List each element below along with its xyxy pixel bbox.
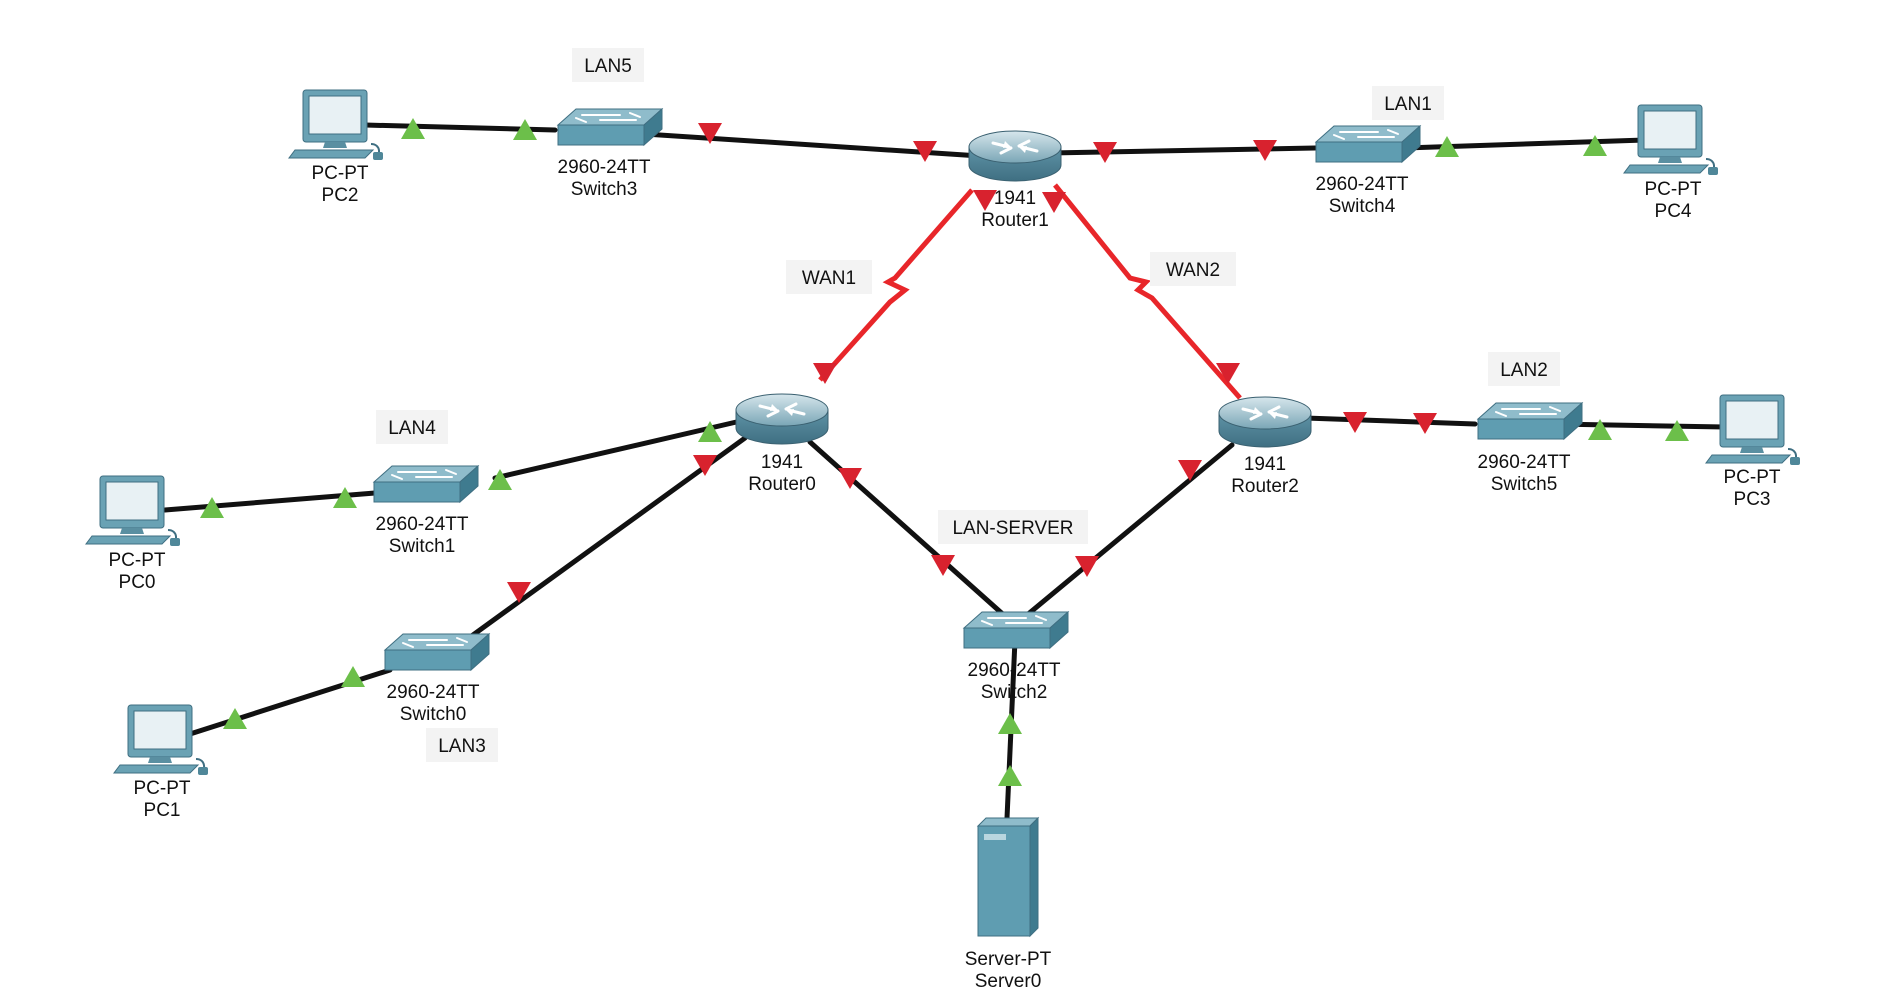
switch-icon — [373, 465, 479, 503]
switch4-name: Switch4 — [1329, 196, 1396, 217]
pc3-name: PC3 — [1734, 489, 1771, 510]
network-label-lan3[interactable]: LAN3 — [426, 728, 498, 762]
network-label-wan1[interactable]: WAN1 — [786, 260, 872, 294]
switch4-model: 2960-24TT — [1316, 174, 1409, 195]
switch0-name: Switch0 — [400, 704, 467, 725]
network-label-lan-server[interactable]: LAN-SERVER — [938, 510, 1088, 544]
router1[interactable]: 1941 Router1 — [967, 129, 1063, 231]
router0-name: Router0 — [748, 474, 816, 495]
serial-router0-router1[interactable] — [818, 188, 974, 382]
pc0-model: PC-PT — [109, 550, 166, 571]
router1-model: 1941 — [994, 188, 1036, 209]
pc1-model: PC-PT — [134, 778, 191, 799]
svg-text:LAN5: LAN5 — [584, 56, 632, 77]
pc2-model: PC-PT — [312, 163, 369, 184]
router1-name: Router1 — [981, 210, 1049, 231]
serial-router1-router2[interactable] — [1053, 183, 1242, 400]
switch5-name: Switch5 — [1491, 474, 1558, 495]
switch3[interactable]: 2960-24TT Switch3 — [557, 108, 663, 200]
router-icon — [1217, 395, 1313, 449]
network-label-lan2[interactable]: LAN2 — [1488, 352, 1560, 386]
link-up-icon — [488, 469, 512, 490]
pc-icon — [1705, 394, 1801, 466]
link-up-icon — [1665, 420, 1689, 441]
pc0[interactable]: PC-PT PC0 — [85, 475, 181, 593]
link-up-icon — [341, 666, 365, 687]
switch2-model: 2960-24TT — [968, 660, 1061, 681]
svg-text:LAN1: LAN1 — [1384, 94, 1432, 115]
svg-text:LAN2: LAN2 — [1500, 360, 1548, 381]
pc0-name: PC0 — [119, 572, 156, 593]
router0[interactable]: 1941 Router0 — [734, 392, 830, 495]
switch2[interactable]: 2960-24TT Switch2 — [963, 611, 1069, 703]
router2[interactable]: 1941 Router2 — [1217, 395, 1313, 497]
pc3-model: PC-PT — [1724, 467, 1781, 488]
pc2-name: PC2 — [322, 185, 359, 206]
cable-router2-switch5[interactable] — [1302, 415, 1478, 427]
link-up-icon — [998, 765, 1022, 786]
svg-text:LAN3: LAN3 — [438, 736, 486, 757]
svg-text:LAN-SERVER: LAN-SERVER — [952, 518, 1073, 539]
pc3[interactable]: PC-PT PC3 — [1705, 394, 1801, 510]
server0-model: Server-PT — [965, 949, 1052, 970]
switch1-model: 2960-24TT — [376, 514, 469, 535]
svg-text:WAN2: WAN2 — [1166, 260, 1220, 281]
svg-text:WAN1: WAN1 — [802, 268, 856, 289]
cable-router0-switch1[interactable] — [492, 417, 748, 481]
cable-router2-switch2[interactable] — [1012, 442, 1235, 628]
cable-switch5-pc3[interactable] — [1552, 421, 1728, 430]
switch-icon — [557, 108, 663, 146]
router2-model: 1941 — [1244, 454, 1286, 475]
switch0-model: 2960-24TT — [387, 682, 480, 703]
switch3-model: 2960-24TT — [558, 157, 651, 178]
router-icon — [734, 392, 830, 446]
switch-icon — [1315, 125, 1421, 163]
svg-text:LAN4: LAN4 — [388, 418, 436, 439]
server-icon — [977, 817, 1039, 937]
switch5-model: 2960-24TT — [1478, 452, 1571, 473]
network-label-lan5[interactable]: LAN5 — [572, 48, 644, 82]
switch0[interactable]: 2960-24TT Switch0 — [384, 633, 490, 725]
switch4[interactable]: 2960-24TT Switch4 — [1315, 125, 1421, 217]
switch1[interactable]: 2960-24TT Switch1 — [373, 465, 479, 557]
pc1[interactable]: PC-PT PC1 — [113, 704, 209, 821]
cable-router0-switch0[interactable] — [452, 435, 748, 651]
switch-icon — [1477, 402, 1583, 440]
pc-icon — [1623, 104, 1719, 176]
server0[interactable]: Server-PT Server0 — [965, 817, 1052, 992]
switch-icon — [384, 633, 490, 671]
network-label-wan2[interactable]: WAN2 — [1150, 252, 1236, 286]
switch1-name: Switch1 — [389, 536, 456, 557]
switch5[interactable]: 2960-24TT Switch5 — [1477, 402, 1583, 495]
pc4-name: PC4 — [1655, 201, 1692, 222]
switch3-name: Switch3 — [571, 179, 638, 200]
pc-icon — [113, 704, 209, 776]
pc4-model: PC-PT — [1645, 179, 1702, 200]
switch-icon — [963, 611, 1069, 649]
network-label-lan4[interactable]: LAN4 — [376, 410, 448, 444]
server0-name: Server0 — [975, 971, 1042, 992]
router2-name: Router2 — [1231, 476, 1299, 497]
router0-model: 1941 — [761, 452, 803, 473]
pc2[interactable]: PC-PT PC2 — [288, 89, 384, 206]
network-label-lan1[interactable]: LAN1 — [1372, 86, 1444, 120]
link-up-icon — [1583, 135, 1607, 156]
cable-router1-switch4[interactable] — [1047, 145, 1318, 156]
pc4[interactable]: PC-PT PC4 — [1623, 104, 1719, 222]
pc1-name: PC1 — [144, 800, 181, 821]
switch2-name: Switch2 — [981, 682, 1048, 703]
router-icon — [967, 129, 1063, 183]
link-down-icon — [813, 363, 837, 384]
link-up-icon — [998, 713, 1022, 734]
cable-switch3-router1[interactable] — [627, 130, 998, 160]
